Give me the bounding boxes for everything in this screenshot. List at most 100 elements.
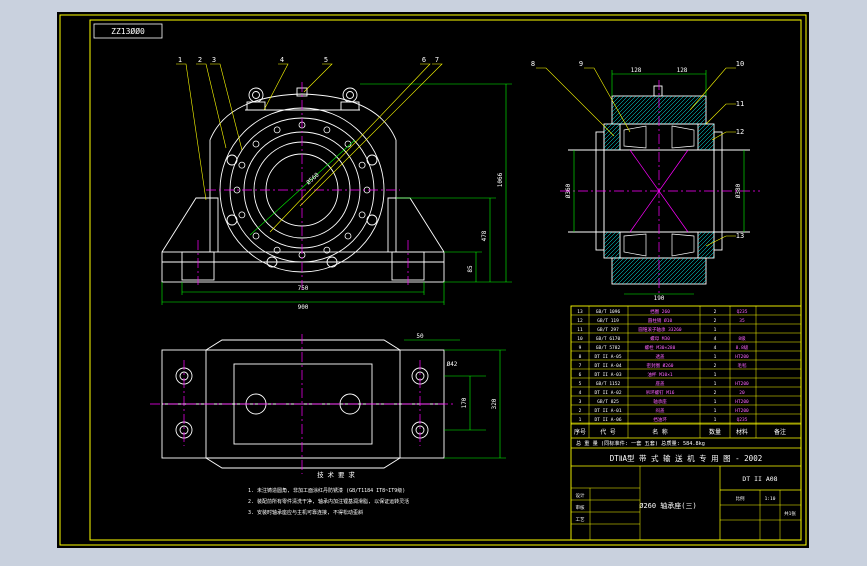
hatch-line — [611, 95, 629, 113]
hatch-line — [643, 95, 673, 125]
hatch-line — [677, 257, 705, 285]
hatch-line — [697, 123, 703, 129]
bolt-hole — [252, 140, 260, 148]
hatch-line — [697, 231, 711, 245]
bolt-hole — [252, 232, 260, 240]
hatch-line — [625, 257, 653, 285]
hatch-line — [693, 271, 707, 285]
hatch-line — [605, 243, 621, 259]
side-dimensions — [573, 70, 745, 295]
hatch-line — [707, 143, 715, 151]
bom-cell-code: GB/T 6170 — [596, 336, 621, 342]
bolt-hole-ring — [233, 121, 371, 259]
bom-cell-no: 8 — [579, 354, 582, 360]
hatch-line — [603, 127, 621, 145]
hatch-line — [613, 143, 621, 151]
hatch-line — [619, 95, 649, 125]
hatch-line — [611, 257, 621, 267]
bom-cell-code: GB/T 119 — [597, 318, 619, 324]
bolt-hole — [273, 246, 281, 254]
bom-cell-name: 挡圈 260 — [650, 308, 670, 315]
bom-cell-no: 4 — [579, 390, 582, 396]
balloon-4: 4 — [280, 56, 284, 64]
bom-cell-no: 5 — [579, 381, 582, 387]
hatch-line — [631, 95, 661, 125]
hatch-line — [689, 267, 707, 285]
bom-cell-qty: 1 — [714, 327, 717, 333]
hatch-line — [655, 95, 685, 125]
label-design: 设计 — [576, 492, 585, 499]
dim-side-right: Ø380 — [735, 183, 742, 198]
dim-front-width: 750 — [298, 285, 309, 292]
hatch-line — [699, 117, 707, 125]
bom-cell-name: 座盖 — [656, 380, 665, 387]
bom-cell-no: 6 — [579, 372, 582, 378]
inner-frame — [89, 19, 802, 541]
hatch-line — [657, 257, 685, 285]
bom-cell-name: 螺母 M30 — [650, 335, 670, 342]
hatch-line — [651, 95, 681, 125]
drawing-number: DT II A08 — [742, 475, 777, 483]
outer-frame — [59, 14, 807, 546]
hatch-line — [645, 257, 673, 285]
hatch-line — [603, 231, 613, 241]
hatch-line — [671, 95, 701, 125]
dim-side-top-b: 128 — [677, 67, 688, 74]
hatch-line — [603, 231, 621, 249]
hatch-line — [603, 231, 617, 245]
hatch-line — [661, 257, 689, 285]
hatch-line — [617, 147, 621, 151]
hatch-line — [603, 235, 621, 253]
front-leaders — [176, 63, 443, 233]
bom-cell-qty: 4 — [714, 345, 717, 351]
bom-cell-name: 圆锥滚子轴承 33260 — [638, 326, 682, 333]
hatch-line — [603, 131, 621, 149]
notes-title: 技 术 要 求 — [317, 470, 355, 479]
hatch-line — [669, 257, 697, 285]
bom-cell-qty: 1 — [714, 399, 717, 405]
hatch-line — [641, 257, 669, 285]
bom-header-mat: 材料 — [736, 428, 748, 436]
bom-cell-qty: 1 — [714, 372, 717, 378]
hatch-line — [711, 147, 715, 151]
bom-cell-name: 透盖 — [656, 353, 665, 360]
bom-cell-name: 密封圈 Ø260 — [646, 362, 673, 369]
bom-header-note: 备注 — [774, 428, 786, 436]
hatch-line — [707, 251, 715, 259]
hatch-line — [611, 257, 629, 275]
front-housing — [209, 93, 397, 252]
hatch-line — [603, 123, 617, 137]
roller-elements — [623, 125, 695, 257]
bom-cell-mat: HT200 — [735, 408, 749, 414]
bolt-hole — [323, 246, 331, 254]
hatch-line — [611, 95, 641, 125]
hatch-line — [617, 255, 621, 259]
hatch-line — [697, 275, 707, 285]
hatch-line — [697, 123, 711, 137]
label-process: 工艺 — [576, 517, 585, 523]
hatch-line — [615, 95, 645, 125]
bom-cell-no: 7 — [579, 363, 582, 369]
bom-cell-name: 闷盖 — [656, 407, 665, 414]
hatch-line — [711, 255, 715, 259]
note-line-1: 1. 未注铸造圆角, 非加工面涂红丹防锈漆 (GB/T1184 IT8~IT9级… — [248, 487, 405, 494]
dim-front-overall: 900 — [298, 304, 309, 311]
balloon-13: 13 — [736, 232, 744, 240]
bom-cell-no: 3 — [579, 399, 582, 405]
bom-cell-code: GB/T 297 — [597, 327, 619, 333]
bom-cell-code: DT II A-04 — [594, 363, 621, 369]
bom-cell-name: 吊环螺钉 M16 — [646, 389, 675, 396]
hatch-line — [603, 123, 621, 141]
hatch-line — [663, 95, 693, 125]
hatch-line — [605, 135, 621, 151]
hatch-line — [665, 257, 693, 285]
hatch-line — [613, 251, 621, 259]
bom-summary-line: 总 重 量 (同标准件: 一套 五套) 总质量: 584.8kg — [576, 439, 705, 447]
bom-cell-mat: Q235 — [737, 417, 748, 423]
balloon-6: 6 — [422, 56, 426, 64]
bom-cell-mat: 8级 — [738, 335, 746, 342]
balloon-7: 7 — [435, 56, 439, 64]
